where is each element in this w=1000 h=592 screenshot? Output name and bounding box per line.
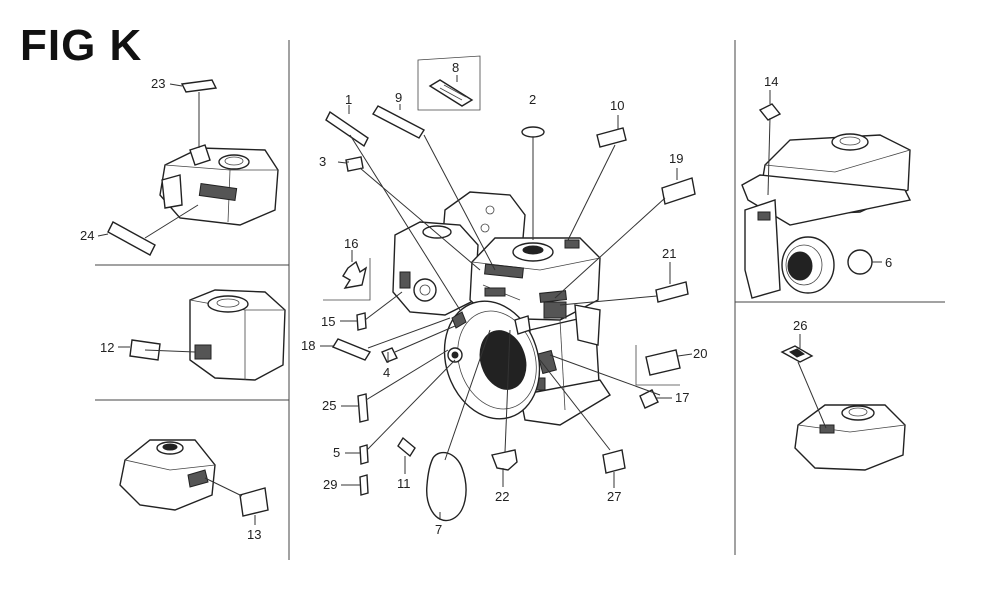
decal-13 <box>204 477 269 517</box>
callout-19: 19 <box>669 151 683 166</box>
callout-9: 9 <box>395 90 402 105</box>
decal-1 <box>325 110 461 311</box>
callout-26: 26 <box>793 318 807 333</box>
callout-3: 3 <box>319 154 326 169</box>
callout-25: 25 <box>322 398 336 413</box>
decal-7 <box>426 329 491 522</box>
decal-4 <box>381 325 456 363</box>
decal-19 <box>554 177 696 299</box>
callout-20: 20 <box>693 346 707 361</box>
callout-24: 24 <box>80 228 94 243</box>
callout-7: 7 <box>435 522 442 537</box>
decal-29 <box>359 474 369 496</box>
decal-11 <box>397 436 416 458</box>
decal-27 <box>539 359 626 474</box>
fuel-tank-right-bottom <box>794 404 906 471</box>
decal-8 <box>417 55 481 111</box>
callout-17: 17 <box>675 390 689 405</box>
decal-24 <box>107 204 199 256</box>
decal-9 <box>372 105 496 271</box>
decal-5 <box>359 359 456 465</box>
callout-1: 1 <box>345 92 352 107</box>
callout-8: 8 <box>452 60 459 75</box>
leader-ticks <box>254 75 801 525</box>
callout-2: 2 <box>529 92 536 107</box>
decal-23 <box>180 79 218 148</box>
decal-26 <box>780 345 827 429</box>
decal-21 <box>559 281 689 306</box>
callout-29: 29 <box>323 477 337 492</box>
number-ticks <box>97 83 672 486</box>
panel-dividers <box>95 40 945 560</box>
callout-10: 10 <box>610 98 624 113</box>
callout-11: 11 <box>397 476 411 491</box>
decal-10 <box>567 127 627 241</box>
engine-right-top <box>741 133 912 299</box>
callout-21: 21 <box>662 246 676 261</box>
decal-3 <box>345 156 481 271</box>
decal-16 <box>323 258 371 301</box>
callout-4: 4 <box>383 365 390 380</box>
decal-20 <box>635 345 693 386</box>
decal-2 <box>521 126 545 240</box>
engine-assembly <box>392 191 611 426</box>
decal-22 <box>491 329 518 471</box>
callout-12: 12 <box>100 340 114 355</box>
callout-23: 23 <box>151 76 165 91</box>
decal-25 <box>357 349 449 423</box>
callout-5: 5 <box>333 445 340 460</box>
callout-6: 6 <box>885 255 892 270</box>
air-cleaner-middle-left <box>189 289 286 381</box>
figure-title: FIG K <box>20 21 143 70</box>
callout-18: 18 <box>301 338 315 353</box>
decal-17 <box>549 354 661 409</box>
callout-14: 14 <box>764 74 778 89</box>
cover-bottom-left <box>119 439 216 511</box>
callout-27: 27 <box>607 489 621 504</box>
callout-13: 13 <box>247 527 261 542</box>
decal-12 <box>129 339 196 361</box>
decal-14 <box>758 103 782 196</box>
callout-15: 15 <box>321 314 335 329</box>
decal-6 <box>847 249 882 275</box>
decal-18 <box>331 317 451 361</box>
decal-15 <box>356 291 403 331</box>
fuel-tank-top-left <box>159 144 279 226</box>
callout-numbers: 1 2 3 4 5 6 7 8 9 10 11 12 13 14 15 16 1… <box>80 60 892 542</box>
callout-22: 22 <box>495 489 509 504</box>
callout-16: 16 <box>344 236 358 251</box>
